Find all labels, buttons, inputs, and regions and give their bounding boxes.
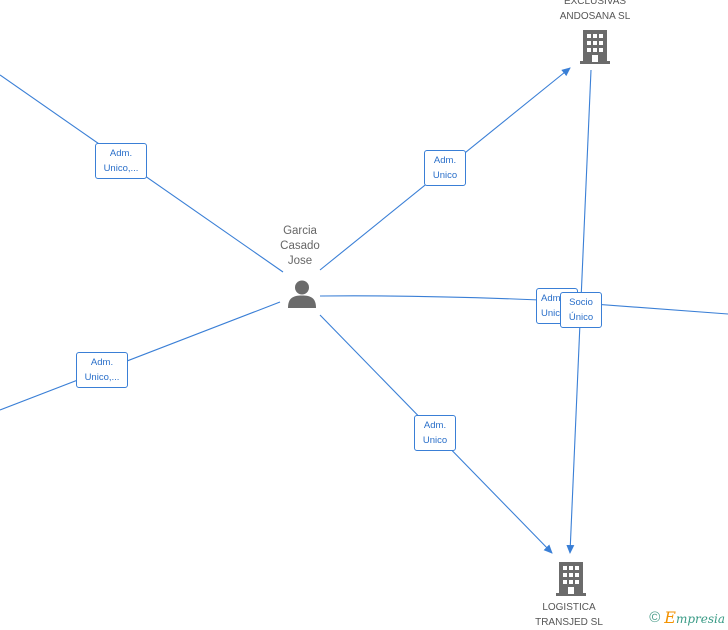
building-icon[interactable] bbox=[580, 30, 610, 64]
company-name-line: ANDOSANA SL bbox=[559, 11, 631, 22]
edge-label-lower-left[interactable]: Adm. Unico,... bbox=[76, 352, 128, 388]
person-icon[interactable] bbox=[287, 279, 317, 309]
company-name-line: TRANSJED SL bbox=[535, 617, 603, 628]
edge-lower-left bbox=[0, 301, 281, 411]
edge-label-socio[interactable]: Socio Único bbox=[560, 292, 602, 328]
company-name-line: LOGISTICA bbox=[542, 602, 596, 613]
edge-label-line: Unico,... bbox=[103, 163, 139, 174]
edge-label-line: Unico bbox=[422, 435, 448, 446]
company-top-name[interactable]: EXCLUSIVAS ANDOSANA SL bbox=[540, 0, 650, 24]
person-name-line: Jose bbox=[287, 255, 313, 267]
edge-label-line: Adm. bbox=[423, 420, 447, 431]
company-bottom-name[interactable]: LOGISTICA TRANSJED SL bbox=[514, 600, 624, 630]
company-name-line: EXCLUSIVAS bbox=[563, 0, 627, 7]
brand-logo[interactable]: Empresia bbox=[664, 608, 725, 627]
edge-label-line: Adm. bbox=[433, 155, 457, 166]
brand-name: mpresia bbox=[675, 612, 725, 626]
edge-label-line: Adm. bbox=[90, 357, 114, 368]
building-icon[interactable] bbox=[556, 562, 586, 596]
edge-label-line: Adm. bbox=[541, 293, 564, 304]
edge-label-line: Unic bbox=[541, 308, 561, 319]
brand-initial: E bbox=[664, 608, 676, 627]
edge-label-line: Adm. bbox=[109, 148, 133, 159]
person-name-line: Garcia bbox=[283, 225, 317, 237]
edge-label-to-top-company[interactable]: Adm. Unico bbox=[424, 150, 466, 186]
person-name[interactable]: Garcia Casado Jose bbox=[265, 224, 335, 269]
edge-label-line: Unico,... bbox=[84, 372, 120, 383]
copyright-icon: © bbox=[649, 609, 661, 626]
edge-person-to-right bbox=[319, 295, 728, 315]
edge-label-upper-left[interactable]: Adm. Unico,... bbox=[95, 143, 147, 179]
edge-label-to-bottom-company[interactable]: Adm. Unico bbox=[414, 415, 456, 451]
edge-label-line: Unico bbox=[432, 170, 458, 181]
edge-label-line: Socio bbox=[569, 297, 593, 308]
edge-label-line: Único bbox=[568, 312, 594, 323]
footer-brand: © Empresia bbox=[649, 608, 725, 627]
person-name-line: Casado bbox=[280, 240, 320, 252]
